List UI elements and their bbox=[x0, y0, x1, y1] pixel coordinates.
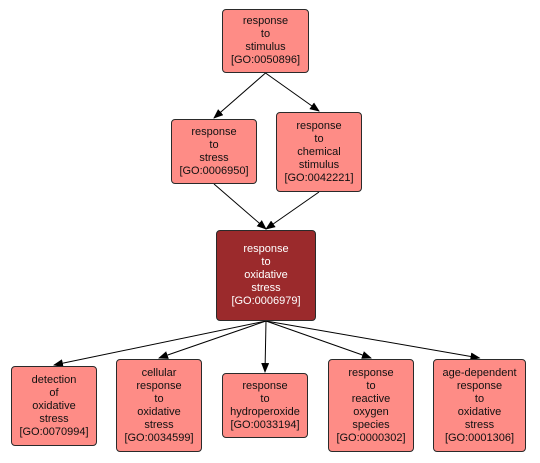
node-label-line: response bbox=[348, 366, 394, 379]
node-label-line: stress bbox=[464, 418, 495, 431]
node-label-line: species bbox=[352, 418, 390, 431]
node-label-line: stimulus bbox=[298, 158, 340, 171]
node-label-line: to bbox=[261, 256, 271, 268]
node-go-id: [GO:0050896] bbox=[230, 54, 301, 66]
node-go-id: [GO:0001306] bbox=[444, 431, 515, 444]
edge-n_oxidative-to-n_hydroperoxide bbox=[261, 320, 270, 373]
go-node-cellular-response-to-oxidative-stress[interactable]: cellular response to oxidative stress [G… bbox=[116, 359, 202, 452]
node-label-line: reactive bbox=[351, 392, 391, 405]
node-label-line: stress bbox=[251, 282, 281, 294]
node-go-id: [GO:0006979] bbox=[231, 295, 301, 307]
node-label-line: stress bbox=[39, 412, 69, 425]
edge-n_oxidative-to-n_detection bbox=[53, 320, 267, 368]
go-node-response-to-stimulus[interactable]: response to stimulus [GO:0050896] bbox=[222, 9, 309, 73]
node-label-line: to bbox=[474, 392, 485, 405]
edge-n_chemical-to-n_oxidative bbox=[265, 191, 320, 230]
node-label-line: oxidative bbox=[457, 405, 502, 418]
node-go-id: [GO:0034599] bbox=[124, 431, 194, 444]
node-label-line: oxygen bbox=[353, 405, 389, 418]
edge-n_oxidative-to-n_cellular bbox=[158, 320, 267, 359]
node-label-line: response bbox=[191, 125, 237, 138]
node-label-line: to bbox=[314, 132, 324, 145]
node-go-id: [GO:0000302] bbox=[336, 431, 406, 444]
node-label-line: response bbox=[456, 379, 503, 392]
go-node-response-to-reactive-oxygen-species[interactable]: response to reactive oxygen species [GO:… bbox=[328, 359, 414, 452]
node-label-line: stress bbox=[199, 151, 229, 164]
node-label-line: to bbox=[260, 392, 270, 405]
edge-n_oxidative-to-n_ros bbox=[265, 320, 372, 359]
node-label-line: hydroperoxide bbox=[230, 405, 300, 418]
edge-n_stress-to-n_oxidative bbox=[213, 183, 267, 230]
go-node-age-dependent-response-to-oxidative-stress[interactable]: age-dependent response to oxidative stre… bbox=[433, 359, 526, 452]
node-label-line: response bbox=[242, 15, 289, 27]
node-label-line: response bbox=[136, 379, 182, 392]
node-label-line: response bbox=[296, 119, 342, 132]
node-label-line: to bbox=[366, 379, 376, 392]
node-label-line: detection bbox=[31, 373, 77, 386]
go-node-response-to-stress[interactable]: response to stress [GO:0006950] bbox=[171, 119, 257, 184]
node-label-line: to bbox=[260, 28, 271, 40]
node-go-id: [GO:0033194] bbox=[230, 418, 300, 431]
node-label-line: age-dependent bbox=[442, 366, 517, 379]
go-node-response-to-hydroperoxide[interactable]: response to hydroperoxide [GO:0033194] bbox=[222, 373, 308, 438]
node-label-line: response bbox=[242, 379, 288, 392]
node-go-id: [GO:0006950] bbox=[179, 164, 249, 177]
node-label-line: stimulus bbox=[245, 41, 286, 53]
node-label-line: cellular bbox=[141, 366, 177, 379]
go-node-response-to-chemical-stimulus[interactable]: response to chemical stimulus [GO:004222… bbox=[276, 112, 362, 192]
go-node-detection-of-oxidative-stress[interactable]: detection of oxidative stress [GO:007099… bbox=[11, 366, 97, 446]
node-label-line: to bbox=[154, 392, 164, 405]
go-node-response-to-oxidative-stress[interactable]: response to oxidative stress [GO:0006979… bbox=[216, 230, 316, 321]
node-label-line: oxidative bbox=[244, 269, 288, 281]
edge-n_stimulus-to-n_chemical bbox=[265, 72, 320, 112]
node-go-id: [GO:0070994] bbox=[19, 425, 89, 438]
node-label-line: oxidative bbox=[137, 405, 181, 418]
edge-n_stimulus-to-n_stress bbox=[213, 72, 266, 119]
edge-n_oxidative-to-n_age bbox=[265, 320, 481, 361]
node-go-id: [GO:0042221] bbox=[284, 171, 354, 184]
node-label-line: response bbox=[243, 243, 289, 255]
node-label-line: stress bbox=[144, 418, 174, 431]
node-label-line: chemical bbox=[297, 145, 341, 158]
node-label-line: oxidative bbox=[32, 399, 76, 412]
node-label-line: of bbox=[49, 386, 59, 399]
node-label-line: to bbox=[209, 138, 219, 151]
